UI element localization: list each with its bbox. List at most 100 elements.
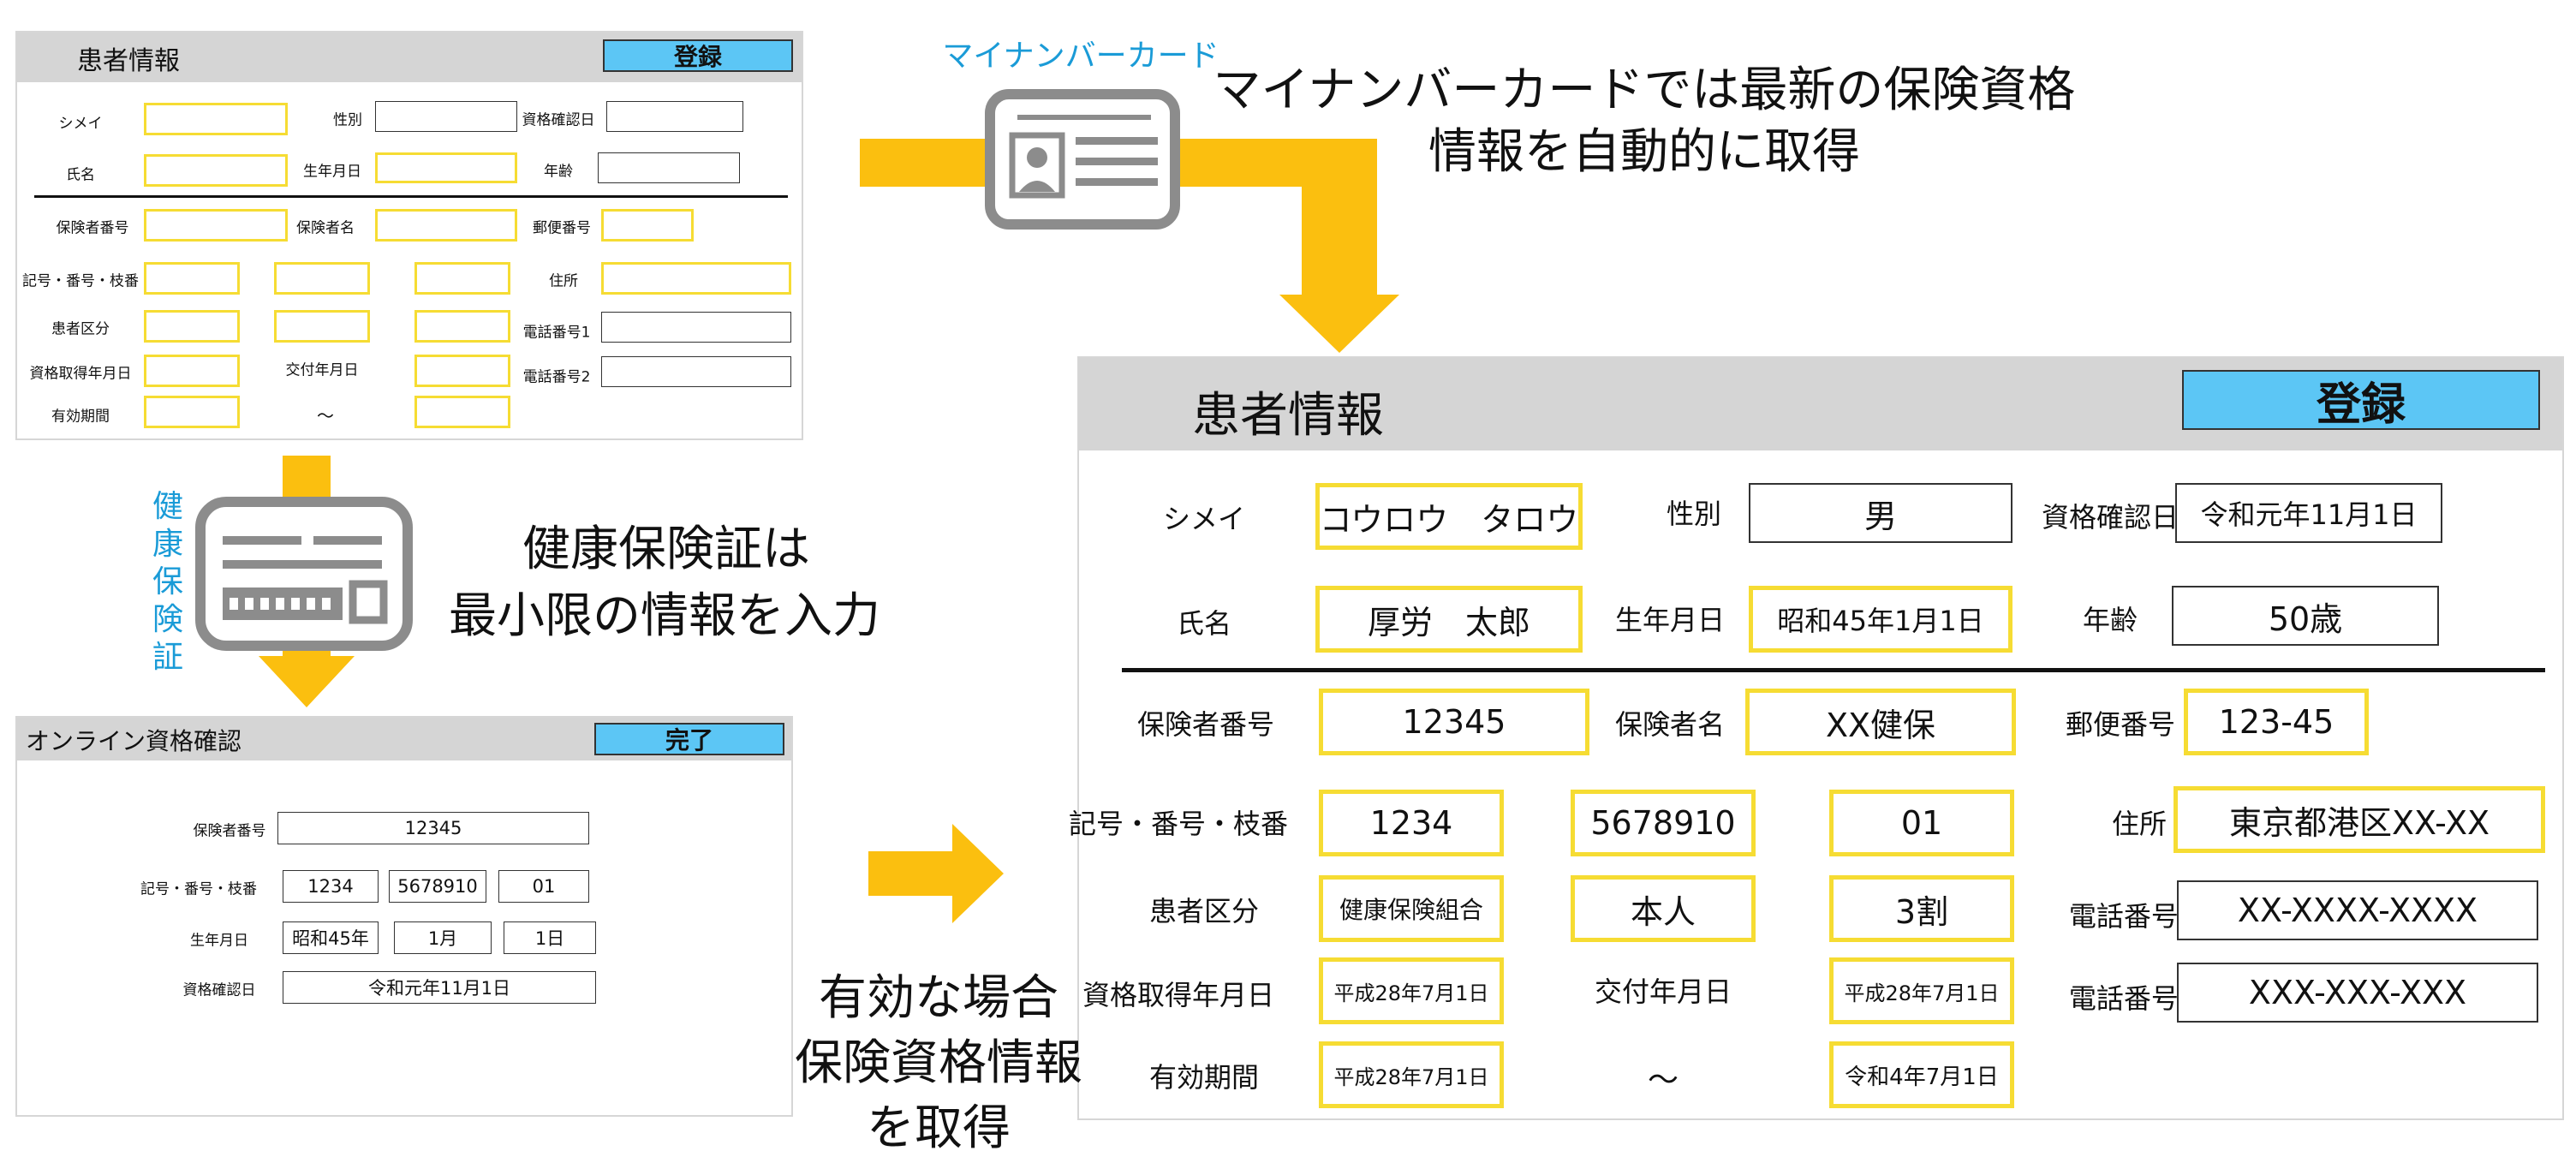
small-label-name: 氏名 [66,166,95,184]
large-name-field[interactable]: 厚労 太郎 [1315,586,1583,653]
large-label-insurer-name: 保険者名 [1614,708,1726,741]
small-kana-field[interactable] [144,103,288,135]
large-register-button[interactable]: 登録 [2182,370,2540,431]
mynumber-caption-line2: 情報を自動的に取得 [1428,124,1860,180]
small-sex-field[interactable] [375,101,517,132]
small-label-phone1: 電話番号1 [522,324,591,342]
small-label-symbol: 記号・番号・枝番 [22,272,139,290]
valid-caption-line3: を取得 [867,1100,1011,1156]
large-birth-field[interactable]: 昭和45年1月1日 [1749,586,2012,653]
done-button[interactable]: 完了 [594,723,784,755]
small-insurer-name-field[interactable] [375,209,517,242]
small-cat1-field[interactable] [144,310,240,343]
large-issued-field[interactable]: 平成28年7月1日 [1829,957,2014,1024]
small-label-insurer-no: 保険者番号 [56,219,129,237]
large-phone1-field[interactable]: XX-XXXX-XXXX [2177,880,2538,940]
large-phone2-field[interactable]: XXX-XXX-XXX [2177,963,2538,1023]
large-sex-field[interactable]: 男 [1749,483,2012,543]
large-label-symbol: 記号・番号・枝番 [1068,808,1289,840]
online-insurer-no-field[interactable]: 12345 [277,812,589,844]
insurance-card-label: 健康保険証 [152,489,183,675]
online-sym2-field[interactable]: 5678910 [389,870,486,903]
large-form-title: 患者情報 [1192,388,1384,444]
online-birth-day-field[interactable]: 1日 [504,921,596,954]
small-cat3-field[interactable] [414,310,510,343]
large-cat3-field[interactable]: 3割 [1829,875,2014,942]
large-label-issued: 交付年月日 [1594,975,1732,1008]
large-insurer-name-field[interactable]: XX健保 [1745,689,2016,755]
small-sym1-field[interactable] [144,262,240,295]
online-label-birth: 生年月日 [190,932,248,950]
large-acquired-field[interactable]: 平成28年7月1日 [1319,957,1504,1024]
online-qualdate-field[interactable]: 令和元年11月1日 [283,971,596,1004]
small-address-field[interactable] [601,262,791,295]
small-birth-field[interactable] [375,152,517,183]
large-cat1-field[interactable]: 健康保険組合 [1319,875,1504,942]
insurance-card-icon [194,495,414,656]
small-issued-field[interactable] [414,355,510,387]
small-valid-to-field[interactable] [414,396,510,428]
small-cat2-field[interactable] [274,310,370,343]
large-address-field[interactable]: 東京都港区XX-XX [2174,786,2545,853]
small-name-field[interactable] [144,154,288,187]
large-valid-to-field[interactable]: 令和4年7月1日 [1829,1041,2014,1108]
large-label-sex: 性別 [1666,498,1722,530]
large-tilde: ～ [1647,1063,1679,1098]
small-label-birth: 生年月日 [303,163,361,181]
small-age-field[interactable] [598,152,740,183]
small-phone1-field[interactable] [601,312,791,343]
large-age-field[interactable]: 50歳 [2172,586,2439,646]
large-label-insurer-no: 保険者番号 [1136,708,1275,741]
small-label-age: 年齢 [544,163,573,181]
small-label-phone2: 電話番号2 [522,368,591,386]
insurance-caption-line2: 最小限の情報を入力 [449,588,880,644]
large-insurer-no-field[interactable]: 12345 [1319,689,1589,755]
small-valid-from-field[interactable] [144,396,240,428]
small-zip-field[interactable] [601,209,694,242]
large-label-validity: 有効期間 [1148,1061,1260,1094]
large-cat2-field[interactable]: 本人 [1571,875,1756,942]
large-sym2-field[interactable]: 5678910 [1571,790,1756,856]
online-label-insurer-no: 保険者番号 [193,822,266,840]
mynumber-caption-line1: マイナンバーカードでは最新の保険資格 [1213,63,2076,118]
valid-caption-line2: 保険資格情報 [795,1035,1082,1091]
id-card-icon [983,87,1182,236]
large-sym1-field[interactable]: 1234 [1319,790,1504,856]
online-qualification-form: オンライン資格確認 完了 保険者番号 12345 記号・番号・枝番 1234 5… [15,716,793,1117]
large-divider [1122,668,2545,672]
large-label-qualdate: 資格確認日 [2041,501,2179,534]
small-label-issued: 交付年月日 [285,361,359,379]
online-birth-month-field[interactable]: 1月 [394,921,492,954]
large-kana-field[interactable]: コウロウ タロウ [1315,483,1583,550]
large-label-age: 年齢 [2082,604,2138,636]
small-sym3-field[interactable] [414,262,510,295]
mynumber-card-label: マイナンバーカード [942,39,1219,74]
online-birth-year-field[interactable]: 昭和45年 [283,921,379,954]
insurance-caption-line1: 健康保険証は [522,522,810,577]
online-sym3-field[interactable]: 01 [498,870,589,903]
large-label-phone1: 電話番号1 [2068,900,2197,933]
small-patient-form: 患者情報 登録 シメイ 性別 資格確認日 氏名 生年月日 年齢 保険者番号 保険… [15,31,803,440]
online-form-title: オンライン資格確認 [26,727,242,755]
large-label-phone2: 電話番号2 [2068,982,2197,1015]
small-insurer-no-field[interactable] [144,209,288,242]
large-qualdate-field[interactable]: 令和元年11月1日 [2175,483,2442,543]
small-label-sex: 性別 [333,111,362,129]
valid-caption-line1: 有効な場合 [819,970,1058,1026]
small-qualdate-field[interactable] [606,101,743,132]
large-valid-from-field[interactable]: 平成28年7月1日 [1319,1041,1504,1108]
small-label-category: 患者区分 [51,320,110,338]
online-label-qualdate: 資格確認日 [182,981,256,999]
small-tilde: ～ [317,405,334,426]
small-acquired-field[interactable] [144,355,240,387]
small-phone2-field[interactable] [601,356,791,387]
small-form-title: 患者情報 [77,46,180,76]
small-label-acquired: 資格取得年月日 [29,365,132,383]
small-sym2-field[interactable] [274,262,370,295]
large-sym3-field[interactable]: 01 [1829,790,2014,856]
small-label-qualdate: 資格確認日 [522,111,595,129]
online-sym1-field[interactable]: 1234 [283,870,379,903]
small-label-validity: 有効期間 [51,408,110,426]
small-register-button[interactable]: 登録 [603,39,793,72]
large-zip-field[interactable]: 123-45 [2184,689,2369,755]
